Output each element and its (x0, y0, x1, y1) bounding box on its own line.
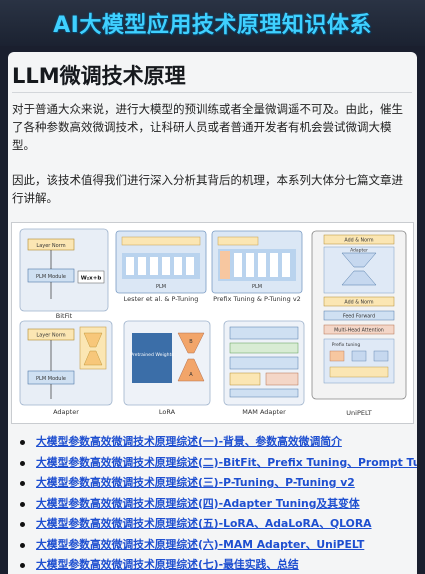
peft-methods-figure: W₂x+b Layer Norm PLM Module PLM (11, 222, 414, 424)
lora-b-label: B (189, 339, 193, 345)
list-item: 大模型参数高效微调技术原理综述(四)-Adapter Tuning及其变体 (16, 494, 414, 515)
banner-title: AI大模型应用技术原理知识体系 (53, 13, 372, 38)
series-link-6[interactable]: 大模型参数高效微调技术原理综述(六)-MAM Adapter、UniPELT (36, 537, 365, 551)
prefix-tuning-diagram: PLM (211, 230, 303, 294)
bitfit-plm-module-label: PLM Module (36, 274, 66, 280)
unipelt-adapter-label: Adapter (350, 248, 368, 254)
caption-adapter: Adapter (53, 408, 79, 416)
bitfit-layer-norm-label: Layer Norm (36, 243, 65, 249)
list-item: 大模型参数高效微调技术原理综述(三)-P-Tuning、P-Tuning v2 (16, 473, 414, 494)
peft-diagram: W₂x+b Layer Norm PLM Module PLM (19, 228, 407, 406)
series-list: 大模型参数高效微调技术原理综述(一)-背景、参数高效微调简介 大模型参数高效微调… (16, 432, 417, 574)
p-tuning-plm-label: PLM (156, 284, 166, 290)
bullet (20, 542, 25, 548)
caption-bitfit: BitFit (55, 312, 73, 320)
list-item: 大模型参数高效微调技术原理综述(七)-最佳实践、总结 (16, 555, 414, 574)
series-link-4[interactable]: 大模型参数高效微调技术原理综述(四)-Adapter Tuning及其变体 (36, 496, 360, 510)
unipelt-diagram: Add & Norm Adapter Add & Norm Feed Forwa… (311, 230, 407, 400)
mam-adapter-diagram (223, 320, 305, 406)
p-tuning-diagram: PLM (115, 230, 207, 294)
caption-lora: LoRA (158, 408, 176, 416)
bullet (20, 501, 25, 507)
unipelt-prefix-label: Prefix tuning (332, 342, 361, 348)
series-link-5[interactable]: 大模型参数高效微调技术原理综述(五)-LoRA、AdaLoRA、QLORA (36, 517, 372, 530)
bullet (20, 440, 25, 445)
caption-unipelt: UniPELT (346, 409, 372, 417)
unipelt-feed-forward: Feed Forward (343, 314, 375, 320)
header-banner: AI大模型应用技术原理知识体系 (0, 0, 425, 46)
unipelt-add-norm-top: Add & Norm (344, 238, 373, 244)
unipelt-add-norm-mid: Add & Norm (344, 300, 373, 306)
caption-lester: Lester et al. & P-Tuning (123, 295, 199, 303)
lora-diagram: Pretrained Weights B A (123, 320, 211, 406)
intro-paragraph: 对于普通大众来说，进行大模型的预训练或者全量微调遥不可及。由此，催生了各种参数高… (12, 102, 403, 152)
bullet (20, 522, 25, 527)
adapter-diagram: Layer Norm PLM Module (19, 320, 113, 406)
caption-prefix: Prefix Tuning & P-Tuning v2 (213, 295, 301, 303)
adapter-plm-module-label: PLM Module (36, 376, 66, 382)
bullet (20, 481, 25, 486)
lora-pretrained-label: Pretrained Weights (130, 352, 174, 358)
article-card: LLM微调技术原理 对于普通大众来说，进行大模型的预训练或者全量微调遥不可及。由… (8, 52, 417, 574)
title-divider (12, 92, 412, 93)
series-link-7[interactable]: 大模型参数高效微调技术原理综述(七)-最佳实践、总结 (36, 558, 299, 571)
series-link-3[interactable]: 大模型参数高效微调技术原理综述(三)-P-Tuning、P-Tuning v2 (36, 476, 355, 489)
list-item: 大模型参数高效微调技术原理综述(一)-背景、参数高效微调简介 (16, 432, 414, 453)
series-link-2[interactable]: 大模型参数高效微调技术原理综述(二)-BitFit、Prefix Tuning、… (36, 455, 417, 469)
page-title: LLM微调技术原理 (12, 64, 186, 88)
bitfit-diagram: W₂x+b Layer Norm PLM Module (19, 228, 109, 312)
series-paragraph: 因此，该技术值得我们进行深入分析其背后的机理，本系列大体分七篇文章进行讲解。 (12, 173, 403, 205)
prefix-plm-label: PLM (252, 284, 262, 290)
lora-a-label: A (189, 372, 193, 378)
series-link-1[interactable]: 大模型参数高效微调技术原理综述(一)-背景、参数高效微调简介 (36, 435, 342, 448)
list-item: 大模型参数高效微调技术原理综述(五)-LoRA、AdaLoRA、QLORA (16, 514, 414, 535)
list-item: 大模型参数高效微调技术原理综述(二)-BitFit、Prefix Tuning、… (16, 453, 417, 474)
bullet (20, 460, 25, 466)
caption-mam: MAM Adapter (242, 408, 286, 416)
adapter-layer-norm-label: Layer Norm (36, 333, 65, 339)
w-formula-label: W₂x+b (81, 276, 102, 282)
list-item: 大模型参数高效微调技术原理综述(六)-MAM Adapter、UniPELT (16, 535, 414, 556)
bullet (20, 563, 25, 568)
unipelt-multi-head: Multi-Head Attention (334, 328, 384, 334)
